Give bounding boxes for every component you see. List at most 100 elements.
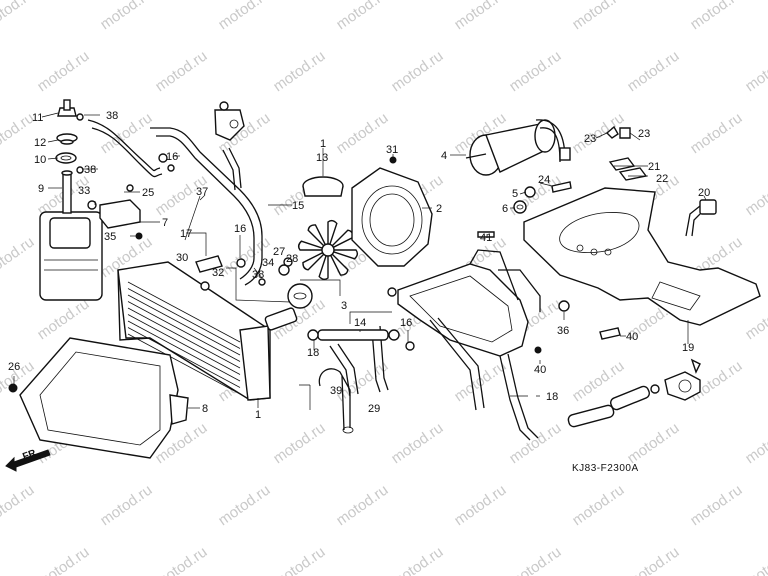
watermark-text: motod.ru	[270, 419, 328, 467]
callout-8: 8	[202, 403, 208, 415]
watermark-text: motod.ru	[569, 0, 627, 33]
watermark-text: motod.ru	[388, 543, 446, 576]
watermark-text: motod.ru	[388, 419, 446, 467]
fan-cap	[302, 176, 344, 197]
callout-labels: 1 13 31 2 3 1 4 5 6 7 8 9 10 11 12 14 15…	[8, 110, 710, 421]
watermark-text: motod.ru	[687, 0, 745, 33]
callout-4: 4	[441, 150, 447, 162]
callout-2: 2	[436, 203, 442, 215]
callout-16-mid: 16	[234, 223, 246, 235]
callout-24: 24	[538, 174, 550, 186]
fan-shroud	[351, 156, 433, 267]
watermark-text: motod.ru	[451, 0, 509, 33]
watermark-text: motod.ru	[97, 0, 155, 33]
watermark-text: motod.ru	[451, 481, 509, 529]
callout-39: 39	[330, 385, 342, 397]
callout-15: 15	[292, 200, 304, 212]
callout-27: 27	[273, 246, 285, 258]
fan-blade	[331, 229, 354, 249]
watermark-text: motod.ru	[34, 295, 92, 343]
under-tray	[523, 187, 761, 326]
watermark-text: motod.ru	[97, 481, 155, 529]
watermark-text: motod.ru	[34, 47, 92, 95]
callout-18-left: 18	[307, 347, 319, 359]
overflow-hoses	[87, 119, 263, 286]
callout-5: 5	[512, 188, 518, 200]
fan-blade	[329, 253, 349, 276]
fan-hub	[321, 243, 335, 257]
front-direction-arrow: FR.	[5, 447, 51, 472]
callout-26: 26	[8, 361, 20, 373]
watermark-text: motod.ru	[388, 47, 446, 95]
callout-20: 20	[698, 187, 710, 199]
cooling-fan	[297, 219, 359, 281]
leader-lines	[13, 112, 707, 410]
watermark-text: motod.ru	[506, 47, 564, 95]
hose-39	[318, 368, 354, 434]
radiator-fin	[127, 314, 241, 375]
watermark-text: motod.ru	[0, 0, 37, 33]
radiator-fin	[127, 333, 241, 395]
callout-40-lower: 40	[534, 364, 546, 376]
radiator-fin	[127, 327, 241, 388]
fan-blade	[297, 240, 324, 251]
callout-41: 41	[480, 232, 492, 244]
fan-motor-nut-stack	[258, 257, 293, 286]
watermark-text: motod.ru	[742, 543, 768, 576]
fan-bracket-frame	[371, 231, 621, 441]
watermark-text: motod.ru	[0, 481, 37, 529]
callout-34: 34	[262, 257, 274, 269]
watermark-text: motod.ru	[742, 171, 768, 219]
callout-38-mid: 38	[84, 164, 96, 176]
callout-33: 33	[78, 185, 90, 197]
callout-1-bottom: 1	[255, 409, 261, 421]
callout-9: 9	[38, 183, 44, 195]
callout-25: 25	[142, 187, 154, 199]
callout-10: 10	[34, 154, 46, 166]
watermark-text: motod.ru	[506, 419, 564, 467]
coolant-reservoir	[39, 170, 103, 301]
callout-32: 32	[212, 267, 224, 279]
callout-35: 35	[104, 231, 116, 243]
watermark-text: motod.ru	[270, 543, 328, 576]
radiator-fin	[127, 307, 241, 369]
callout-12: 12	[34, 137, 46, 149]
callout-3: 3	[341, 300, 347, 312]
callout-22: 22	[656, 173, 668, 185]
radiator-fittings	[195, 255, 246, 291]
watermark-text: motod.ru	[624, 543, 682, 576]
diagram-code: KJ83-F2300A	[572, 463, 639, 474]
callout-28: 28	[286, 253, 298, 265]
fan-blade	[307, 224, 327, 247]
watermark-text: motod.ru	[742, 47, 768, 95]
fan-motor-bolts	[513, 181, 572, 214]
watermark-text: motod.ru	[152, 47, 210, 95]
watermark-text: motod.ru	[742, 419, 768, 467]
fan-blade	[332, 249, 359, 260]
watermark-text: motod.ru	[215, 0, 273, 33]
thermo-housing	[214, 101, 245, 141]
hose-20	[685, 199, 717, 237]
watermark-text: motod.ru	[569, 481, 627, 529]
callout-31: 31	[386, 144, 398, 156]
callout-36: 36	[557, 325, 569, 337]
callout-21: 21	[648, 161, 660, 173]
callout-16-top: 16	[166, 151, 178, 163]
watermark-text: motod.ru	[569, 109, 627, 157]
watermark-text: motod.ru	[270, 47, 328, 95]
watermark-text: motod.ru	[333, 481, 391, 529]
callout-1-top: 1	[320, 138, 326, 150]
water-pipe-14	[307, 329, 400, 341]
watermark-text: motod.ru	[215, 481, 273, 529]
callout-40-right: 40	[626, 331, 638, 343]
callout-7: 7	[162, 217, 168, 229]
watermark-text: motod.ru	[687, 109, 745, 157]
watermark-text: motod.ru	[687, 481, 745, 529]
callout-14: 14	[354, 317, 366, 329]
fan-blade	[302, 251, 325, 271]
callout-23-right: 23	[638, 128, 650, 140]
callout-19: 19	[682, 342, 694, 354]
radiator-cover	[8, 337, 189, 459]
radiator-fin	[127, 301, 241, 362]
